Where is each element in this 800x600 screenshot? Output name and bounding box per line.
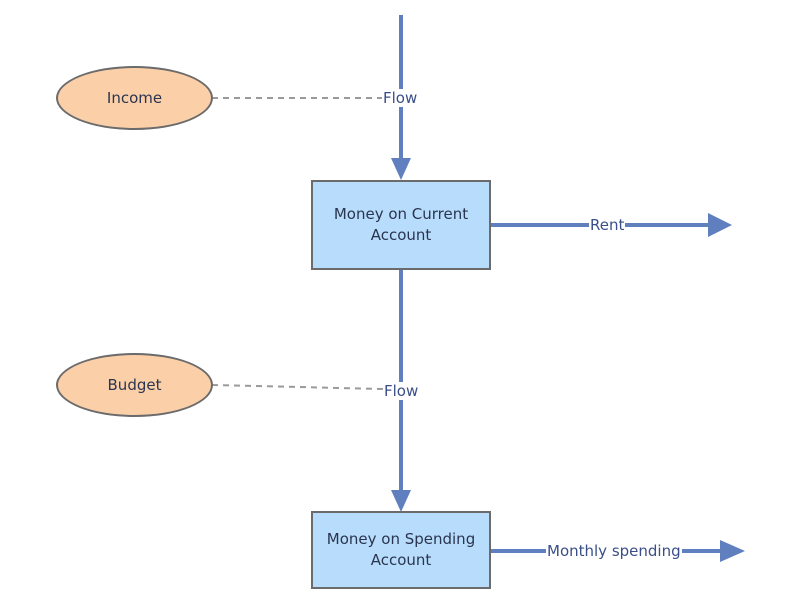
income-label: Income <box>106 88 163 107</box>
flow-in-arrowhead <box>391 158 411 180</box>
budget-node[interactable]: Budget <box>56 353 213 417</box>
flow-between-label[interactable]: Flow <box>383 382 420 400</box>
budget-label: Budget <box>107 375 162 394</box>
budget-to-flow-link <box>211 384 385 390</box>
current-account-label: Money on Current Account <box>333 205 469 244</box>
current-account-node[interactable]: Money on Current Account <box>311 180 491 270</box>
monthly-spending-label[interactable]: Monthly spending <box>546 542 682 560</box>
spending-account-label: Money on Spending Account <box>326 530 476 569</box>
flow-in-label[interactable]: Flow <box>382 89 419 107</box>
flow-between-arrowhead <box>391 490 411 512</box>
rent-label[interactable]: Rent <box>589 216 626 234</box>
rent-flow-arrowhead <box>708 213 732 237</box>
spending-account-node[interactable]: Money on Spending Account <box>311 511 491 589</box>
income-node[interactable]: Income <box>56 66 213 130</box>
monthly-spending-flow-arrowhead <box>720 540 745 562</box>
